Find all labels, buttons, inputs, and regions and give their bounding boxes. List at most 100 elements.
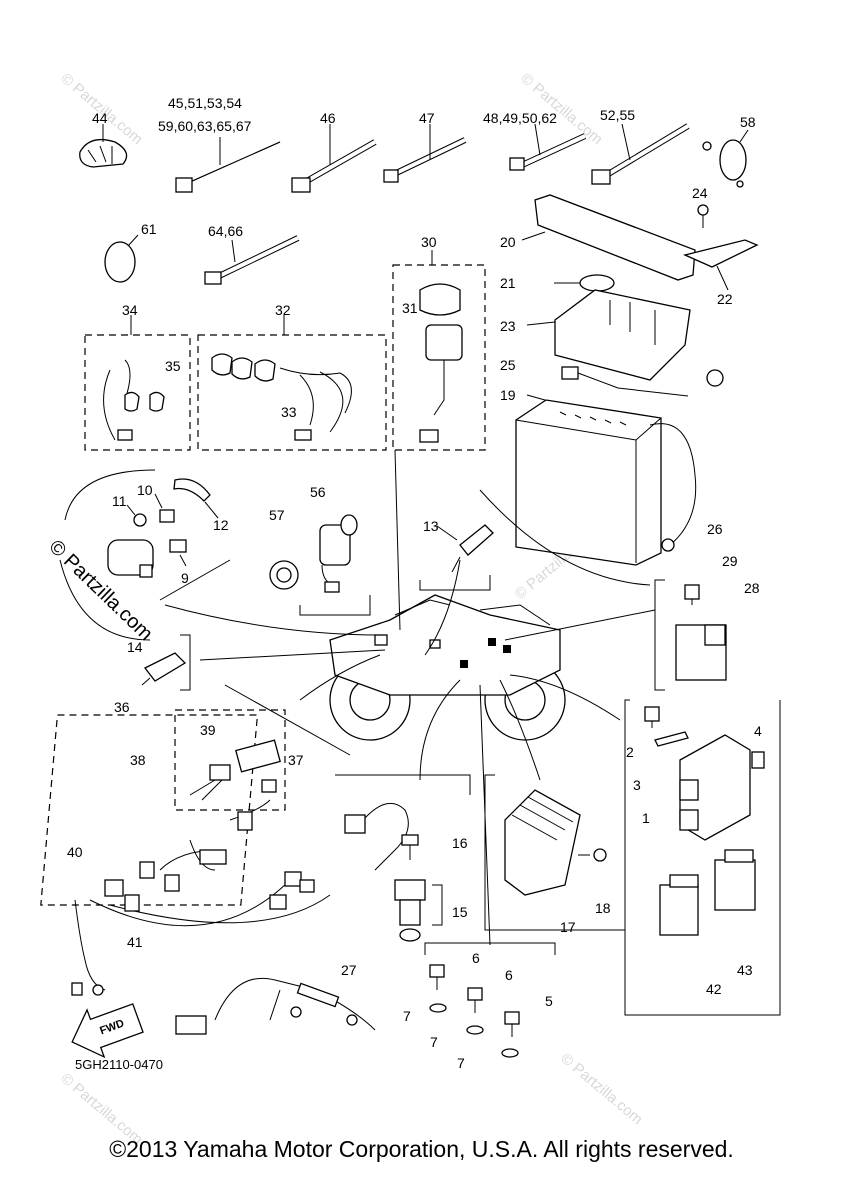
part-28-relay bbox=[675, 624, 727, 681]
part-11-washer bbox=[126, 504, 147, 527]
callout-10: 10 bbox=[137, 482, 153, 498]
bracket-1-4 bbox=[624, 699, 781, 1016]
bracket-13 bbox=[419, 575, 491, 591]
part-ignition-coil bbox=[107, 539, 154, 578]
part-17-rectifier bbox=[504, 789, 581, 896]
part-29-bolt bbox=[684, 584, 700, 605]
part-19-battery bbox=[515, 394, 662, 566]
bracket-5-7 bbox=[424, 942, 556, 955]
part-32-wire-set bbox=[211, 353, 352, 441]
callout-20: 20 bbox=[500, 234, 516, 250]
callout-11: 11 bbox=[112, 493, 127, 509]
callout-25: 25 bbox=[500, 357, 516, 373]
callout-61: 61 bbox=[141, 221, 157, 237]
callout-24: 24 bbox=[692, 185, 708, 201]
callout-34: 34 bbox=[122, 302, 138, 318]
callout-33: 33 bbox=[281, 404, 297, 420]
callout-32: 32 bbox=[275, 302, 291, 318]
callout-29: 29 bbox=[722, 553, 738, 569]
part-42-cover bbox=[659, 874, 699, 936]
kit-box-30 bbox=[392, 264, 486, 451]
part-2-bolt bbox=[644, 706, 660, 728]
callout-12: 12 bbox=[213, 517, 229, 533]
callout-19: 19 bbox=[500, 387, 516, 403]
callout-37: 37 bbox=[288, 752, 304, 768]
part-48-cable-tie bbox=[509, 123, 587, 171]
part-56-socket bbox=[319, 514, 358, 593]
bracket-15 bbox=[432, 884, 443, 926]
part-45-cable-tie bbox=[175, 137, 281, 193]
part-44-clamp bbox=[79, 124, 128, 168]
callout-15: 15 bbox=[452, 904, 468, 920]
part-4-connector bbox=[751, 751, 765, 769]
callout-3: 3 bbox=[633, 777, 641, 793]
part-61-grommet bbox=[104, 234, 139, 283]
callout-30: 30 bbox=[421, 234, 437, 250]
callouts: 44 45,51,53,54 59,60,63,65,67 46 47 48,4… bbox=[67, 95, 762, 1072]
callout-17: 17 bbox=[560, 919, 576, 935]
part-7-washer-b bbox=[466, 1025, 484, 1035]
callout-13: 13 bbox=[423, 518, 439, 534]
callout-42: 42 bbox=[706, 981, 722, 997]
callout-64: 64,66 bbox=[208, 223, 243, 239]
part-code: 5GH2110-0470 bbox=[75, 1057, 163, 1072]
callout-35: 35 bbox=[165, 358, 181, 374]
callout-5: 5 bbox=[545, 993, 553, 1009]
callout-23: 23 bbox=[500, 318, 516, 334]
bracket-56 bbox=[299, 595, 371, 616]
bracket-15-16 bbox=[335, 774, 471, 795]
part-3-bracket bbox=[654, 731, 689, 747]
copyright-notice: ©2013 Yamaha Motor Corporation, U.S.A. A… bbox=[109, 1136, 734, 1162]
part-58-grommet bbox=[702, 129, 749, 188]
callout-6b: 6 bbox=[505, 967, 513, 983]
callout-6a: 6 bbox=[472, 950, 480, 966]
kit-box-38 bbox=[174, 709, 286, 811]
part-14-switch bbox=[141, 652, 187, 686]
part-43-cover bbox=[714, 849, 756, 911]
callout-7a: 7 bbox=[403, 1008, 411, 1024]
part-16-bolt bbox=[401, 834, 419, 860]
part-41-wire-harness bbox=[71, 871, 331, 996]
callout-36: 36 bbox=[114, 699, 130, 715]
callout-38: 38 bbox=[130, 752, 146, 768]
callout-31: 31 bbox=[402, 300, 418, 316]
part-36-harness bbox=[139, 799, 271, 892]
callout-2: 2 bbox=[626, 744, 634, 760]
atv-silhouette bbox=[329, 594, 566, 741]
part-1-cdi-unit bbox=[679, 734, 751, 841]
part-30-main-switch bbox=[419, 283, 463, 443]
part-10-bolt bbox=[154, 493, 175, 523]
callout-41: 41 bbox=[127, 934, 143, 950]
part-37-fuse bbox=[261, 779, 277, 793]
kit-box-34 bbox=[84, 334, 191, 451]
part-24-screw bbox=[697, 204, 709, 228]
callout-40: 40 bbox=[67, 844, 83, 860]
callout-9: 9 bbox=[181, 570, 189, 586]
part-46-cable-tie bbox=[291, 124, 377, 193]
bracket-28 bbox=[654, 579, 665, 691]
callout-45: 45,51,53,54 bbox=[168, 95, 242, 111]
part-5-bolt bbox=[504, 1011, 520, 1037]
part-12-plug-cap bbox=[173, 478, 219, 519]
callout-46: 46 bbox=[320, 110, 336, 126]
callout-52: 52,55 bbox=[600, 107, 635, 123]
callout-59: 59,60,63,65,67 bbox=[158, 118, 252, 134]
part-39-connector bbox=[189, 739, 281, 801]
callout-21: 21 bbox=[500, 275, 516, 291]
part-26-cable bbox=[649, 423, 697, 552]
part-22-bracket bbox=[683, 239, 759, 291]
part-23-battery-cover bbox=[526, 289, 691, 381]
callout-58: 58 bbox=[740, 114, 756, 130]
leader-lines bbox=[164, 449, 656, 946]
part-52-cable-tie bbox=[591, 123, 690, 185]
part-6-bolt-a bbox=[429, 964, 445, 990]
part-64-cable-tie bbox=[204, 235, 300, 285]
callout-47: 47 bbox=[419, 110, 435, 126]
callout-56: 56 bbox=[310, 484, 326, 500]
part-7-washer-a bbox=[429, 1003, 447, 1013]
callout-16: 16 bbox=[452, 835, 468, 851]
part-9-bolt bbox=[169, 539, 187, 567]
lead-10-12 bbox=[64, 469, 156, 521]
callout-43: 43 bbox=[737, 962, 753, 978]
bracket-36-top bbox=[224, 684, 351, 756]
